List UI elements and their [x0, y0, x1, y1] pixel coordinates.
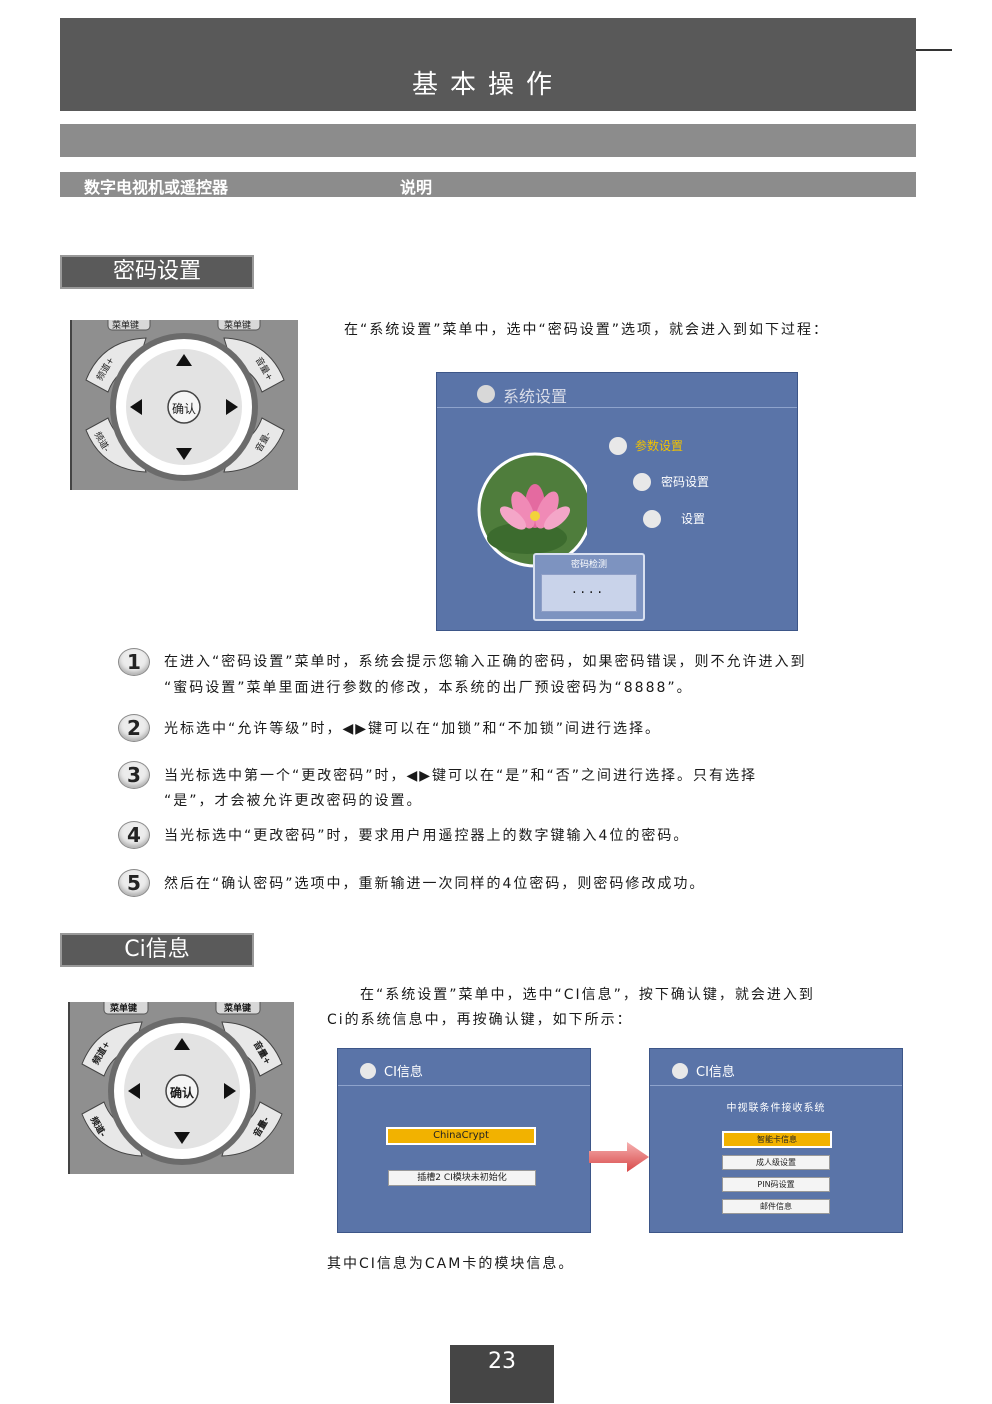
ci-icon-2: [672, 1063, 688, 1079]
step-number-3: 3: [118, 761, 150, 789]
remote-control-graphic-2: [70, 1002, 294, 1174]
header-rule: [916, 49, 952, 51]
step-text-1: 在进入“密码设置”菜单时，系统会提示您输入正确的密码，如果密码错误，则不允许进入…: [164, 654, 807, 670]
ci-slot2-status-button[interactable]: 插槽2 CI模块未初始化: [388, 1170, 536, 1186]
column-header-device: 数字电视机或遥控器: [84, 178, 229, 197]
page-number: 23: [450, 1345, 554, 1403]
tools-icon: [609, 437, 627, 455]
ci-module-chinacrypt-button[interactable]: ChinaCrypt: [386, 1127, 536, 1145]
settings-icon: [477, 385, 495, 403]
step-text-3: 当光标选中第一个“更改密码”时，◀▶键可以在“是”和“否”之间进行选择。只有选择: [164, 768, 758, 784]
password-dialog: 密码检测 ····: [533, 553, 645, 621]
menu-item-settings: 设置: [681, 512, 706, 526]
remote-control-image-2: 菜单键 菜单键 确认 频道+ 频道- 音量+ 音量-: [68, 1002, 294, 1174]
password-intro-text: 在“系统设置”菜单中，选中“密码设置”选项，就会进入到如下过程：: [344, 322, 830, 338]
section-tab-password: 密码设置: [60, 255, 254, 289]
ci-intro-text-1: 在“系统设置”菜单中，选中“CI信息”，按下确认键，就会进入到: [360, 987, 815, 1003]
menu-key-label-right-2: 菜单键: [224, 1004, 252, 1014]
menu-item-parameter-settings: 参数设置: [635, 439, 684, 453]
adult-level-settings-button[interactable]: 成人级设置: [722, 1155, 830, 1170]
ci-screen-title-1: CI信息: [384, 1065, 423, 1080]
page-title: 基本操作: [411, 70, 564, 100]
step-text-3b: “是”，才会被允许更改密码的设置。: [164, 793, 423, 809]
step-text-2: 光标选中“允许等级”时，◀▶键可以在“加锁”和“不加锁”间进行选择。: [164, 721, 662, 737]
page-header: 基本操作: [60, 18, 916, 111]
step-number-5: 5: [118, 869, 150, 897]
menu-key-label-left-2: 菜单键: [110, 1004, 138, 1014]
remote-control-image: 菜单键 菜单键 确认 频道+ 频道- 音量+ 音量-: [70, 320, 298, 490]
password-dialog-title: 密码检测: [570, 560, 607, 570]
column-header-description: 说明: [400, 178, 433, 197]
title-divider: [437, 407, 797, 408]
ci-info-screen-1: CI信息 ChinaCrypt 插槽2 CI模块未初始化: [337, 1048, 591, 1233]
screen-title: 系统设置: [503, 387, 568, 406]
step-number-2: 2: [118, 714, 150, 742]
step-text-5: 然后在“确认密码”选项中，重新输进一次同样的4位密码，则密码修改成功。: [164, 876, 706, 892]
menu-key-label-right: 菜单键: [224, 321, 252, 331]
ci-icon: [360, 1063, 376, 1079]
ci-footer-note: 其中CI信息为CAM卡的模块信息。: [327, 1256, 575, 1272]
ci-cas-heading: 中视联条件接收系统: [726, 1103, 826, 1114]
menu-key-label-left: 菜单键: [112, 321, 140, 331]
step-text-1b: “蜜码设置”菜单里面进行参数的修改，本系统的出厂预设密码为“8888”。: [164, 680, 693, 696]
remote-control-graphic: [72, 320, 298, 490]
menu-item-password-settings: 密码设置: [661, 475, 710, 489]
ok-key-label-2: 确认: [170, 1086, 195, 1100]
arrow-right-icon: [589, 1142, 649, 1172]
password-dialog-input: ····: [541, 574, 637, 612]
header-band: [60, 124, 916, 157]
system-settings-screen: 系统设置 参数设置 密码设置 设置 密码检测 ····: [436, 372, 798, 631]
ci-title-divider-2: [650, 1085, 902, 1086]
ok-key-label: 确认: [172, 402, 197, 416]
ci-title-divider-1: [338, 1085, 590, 1086]
mail-info-button[interactable]: 邮件信息: [722, 1199, 830, 1214]
column-header-bar: 数字电视机或遥控器 说明: [60, 172, 916, 197]
pin-settings-button[interactable]: PIN码设置: [722, 1177, 830, 1192]
decorative-flower-image: [457, 433, 587, 599]
gear-icon: [643, 510, 661, 528]
ci-intro-text-2: Ci的系统信息中，再按确认键，如下所示：: [327, 1012, 633, 1028]
smart-card-info-button[interactable]: 智能卡信息: [722, 1131, 832, 1148]
ci-info-screen-2: CI信息 中视联条件接收系统 智能卡信息 成人级设置 PIN码设置 邮件信息: [649, 1048, 903, 1233]
step-number-1: 1: [118, 648, 150, 676]
key-icon: [633, 473, 651, 491]
step-text-4: 当光标选中“更改密码”时，要求用户用遥控器上的数字键输入4位的密码。: [164, 828, 690, 844]
section-tab-ci: Ci信息: [60, 933, 254, 967]
ci-screen-title-2: CI信息: [696, 1065, 735, 1080]
step-number-4: 4: [118, 821, 150, 849]
